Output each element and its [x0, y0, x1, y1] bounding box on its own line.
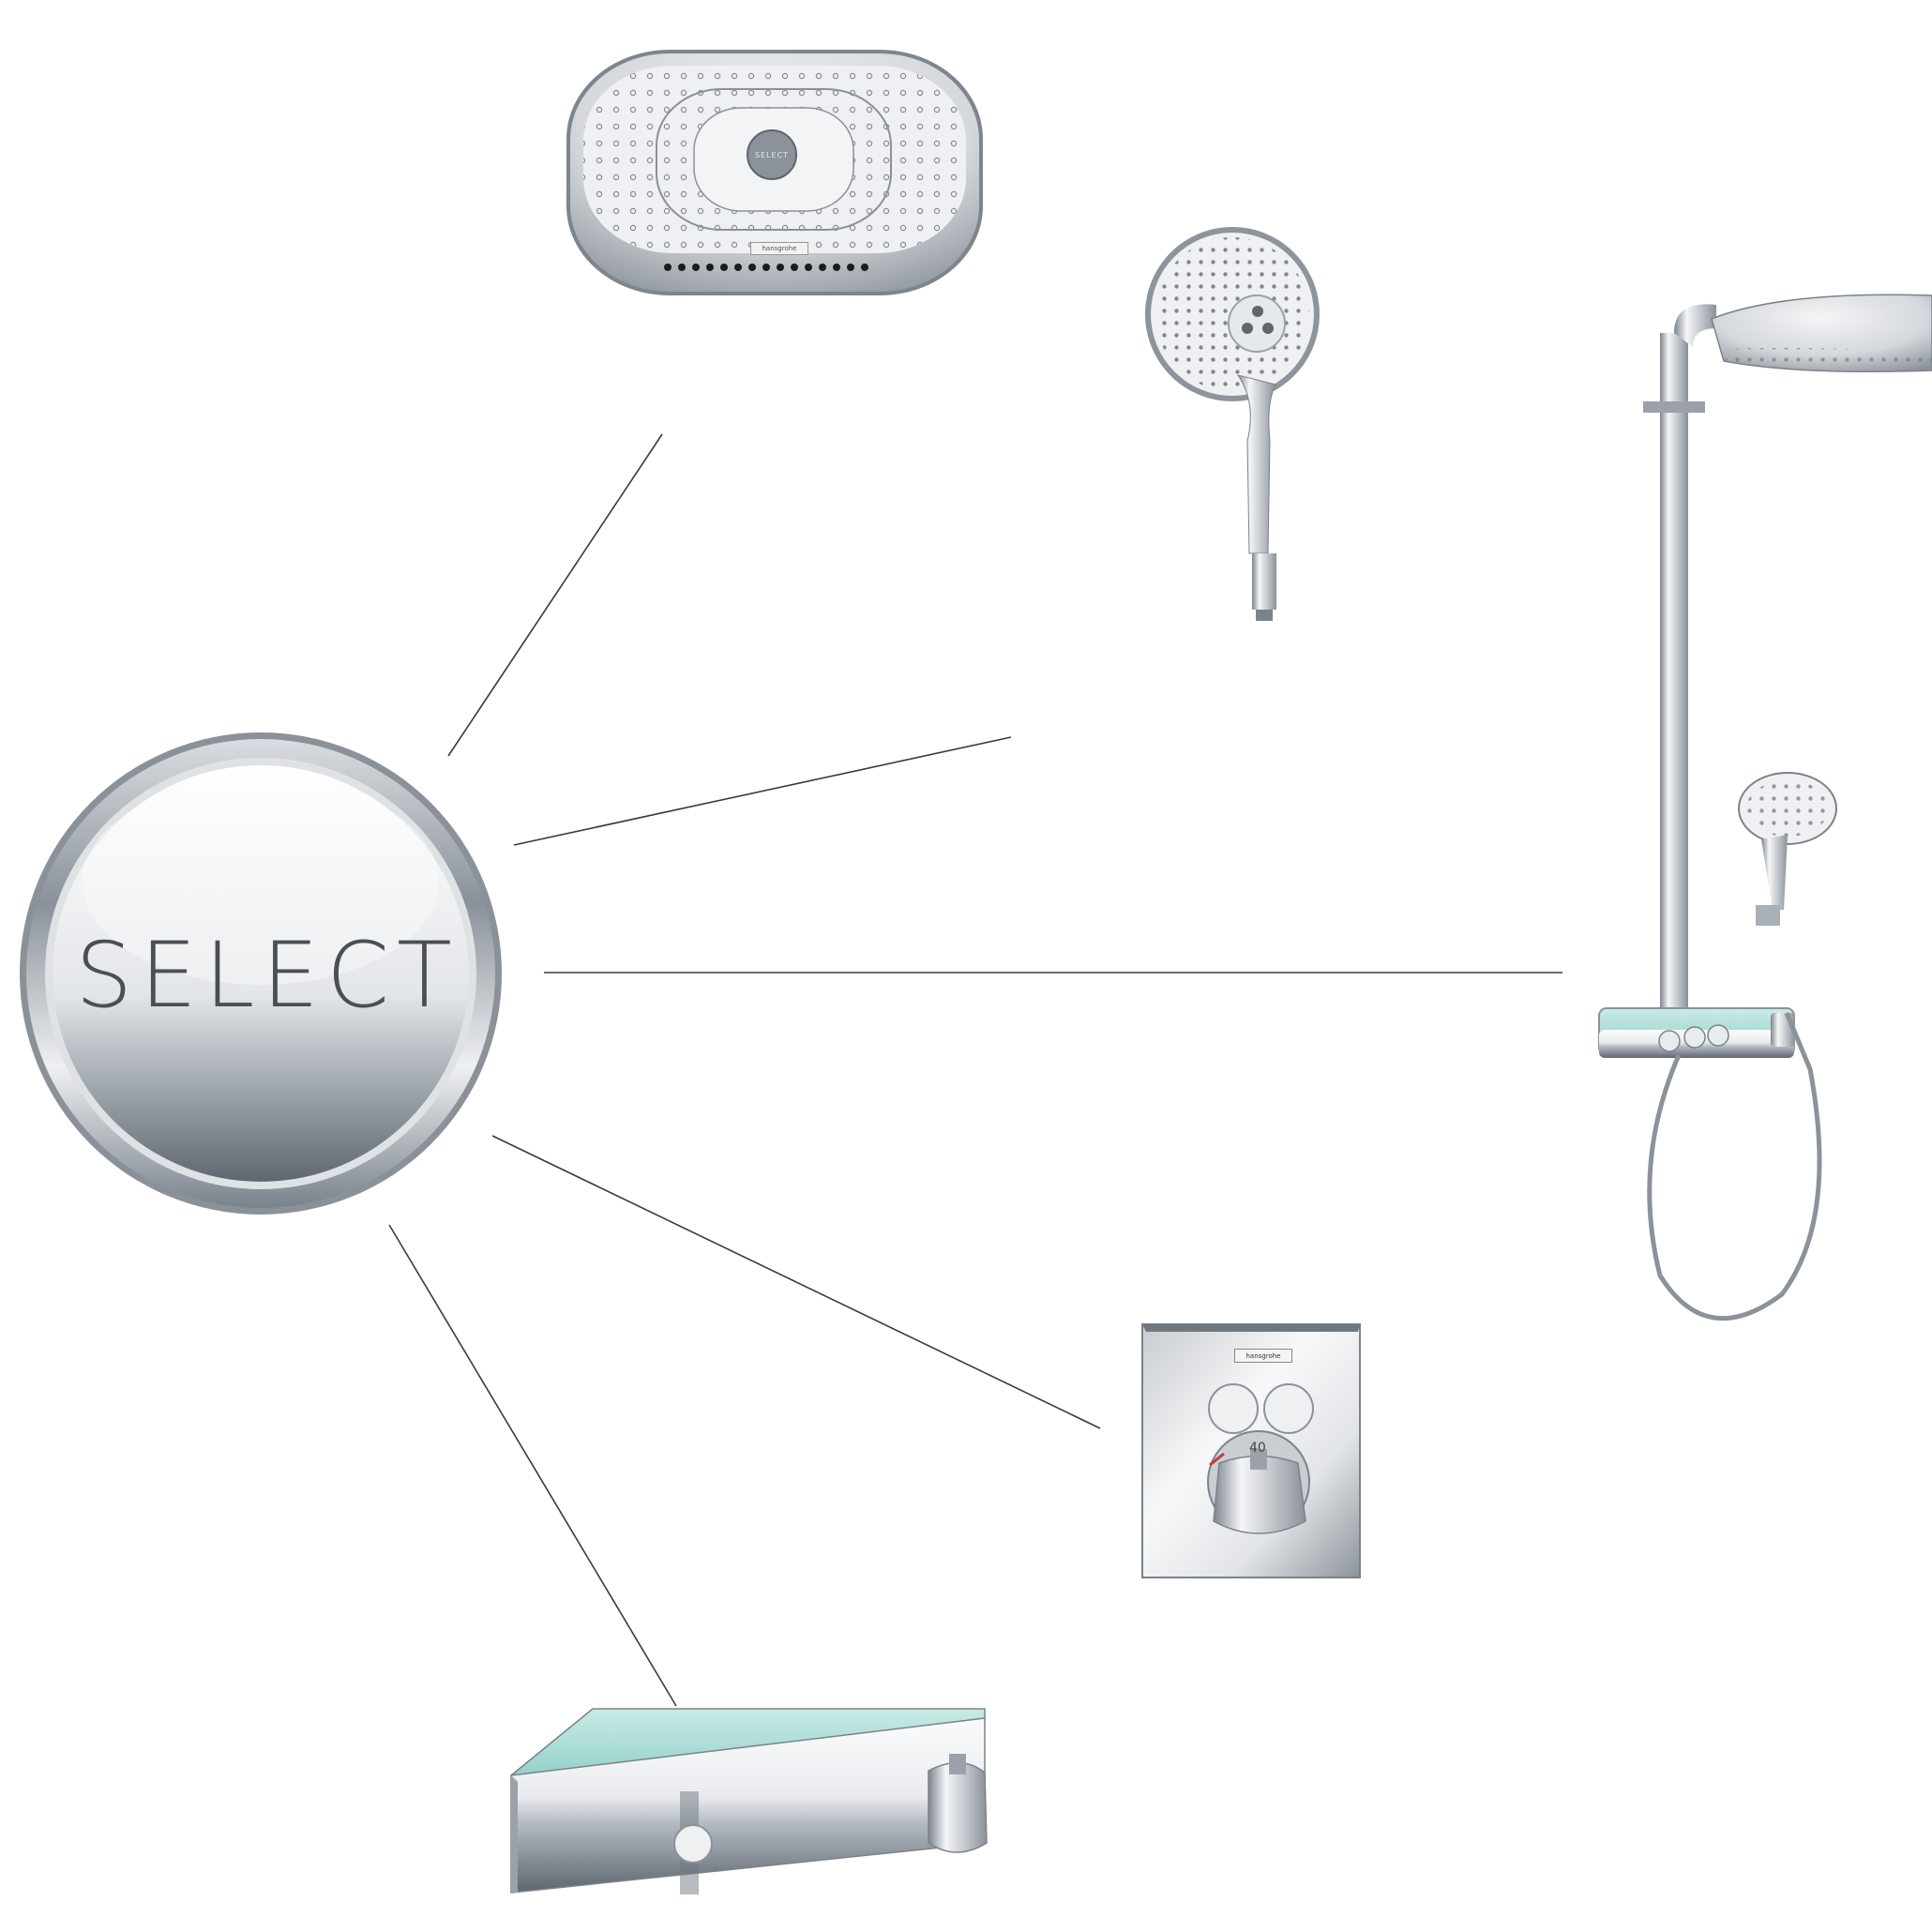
system-button-1 — [1658, 1030, 1681, 1052]
system-button-2 — [1683, 1026, 1706, 1049]
thermostat-button-overhead — [1263, 1383, 1314, 1434]
overhead-shower — [566, 50, 983, 295]
system-button-3 — [1707, 1024, 1729, 1047]
overhead-shower-button-label: SELECT — [754, 150, 790, 159]
thermostat-brand-plate: hansgrohe — [1234, 1349, 1292, 1363]
concealed-thermostat — [1141, 1323, 1361, 1578]
line-to-overhead-shower — [447, 433, 663, 757]
select-badge — [20, 732, 502, 1215]
line-to-hand-shower — [513, 736, 1012, 846]
select-badge-label: SELECT — [75, 923, 460, 1028]
overhead-select-button — [747, 129, 797, 180]
shower-system — [1598, 294, 1932, 1321]
thermostat-button-hand — [1208, 1383, 1259, 1434]
exposed-thermostat — [509, 1708, 988, 1894]
exposed-thermostat-button — [673, 1824, 713, 1864]
line-to-concealed-thermostat — [491, 1135, 1101, 1429]
line-to-exposed-thermostat — [388, 1224, 677, 1707]
connector-lines — [388, 433, 1562, 1707]
hand-shower — [1145, 227, 1320, 621]
overhead-shower-brand-plate: hansgrohe — [750, 242, 808, 255]
thermostat-temperature-label: 40 — [1249, 1441, 1266, 1456]
